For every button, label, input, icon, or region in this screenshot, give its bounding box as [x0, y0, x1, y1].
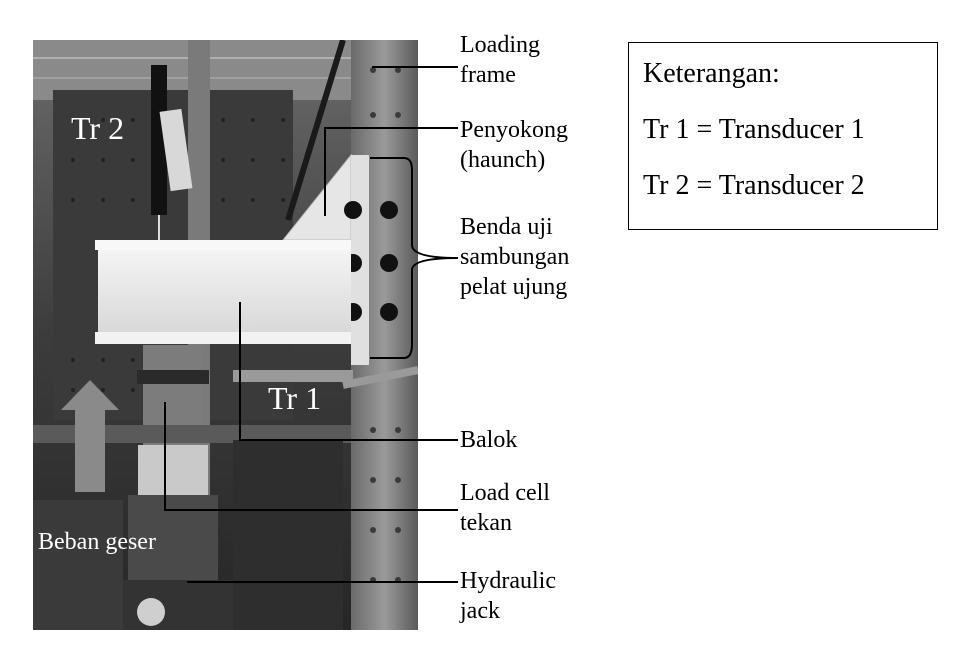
legend-title: Keterangan:	[643, 58, 780, 89]
load-label: Beban geser	[38, 529, 156, 555]
leader-load-cell	[164, 402, 458, 511]
label-loading-frame: Loading frame	[460, 32, 540, 88]
photo-illustration	[33, 40, 418, 630]
leader-benda-uji	[370, 157, 459, 359]
legend-item-tr2: Tr 2 = Transducer 2	[643, 170, 865, 201]
label-benda-uji: Benda uji sambungan pelat ujung	[460, 214, 570, 300]
tr2-label: Tr 2	[71, 110, 125, 146]
tr1-label: Tr 1	[268, 380, 322, 416]
legend-item-tr1: Tr 1 = Transducer 1	[643, 114, 865, 145]
label-load-cell: Load cell tekan	[460, 480, 550, 536]
legend-box: Keterangan: Tr 1 = Transducer 1 Tr 2 = T…	[628, 42, 938, 230]
label-hydraulic-jack: Hydraulic jack	[460, 568, 556, 624]
leader-penyokong	[324, 127, 458, 216]
leader-balok	[239, 302, 458, 441]
load-arrow	[61, 380, 119, 492]
test-setup-photo: Tr 2 Tr 1 Beban geser	[33, 40, 418, 630]
label-penyokong: Penyokong (haunch)	[460, 117, 568, 173]
label-balok: Balok	[460, 427, 518, 453]
